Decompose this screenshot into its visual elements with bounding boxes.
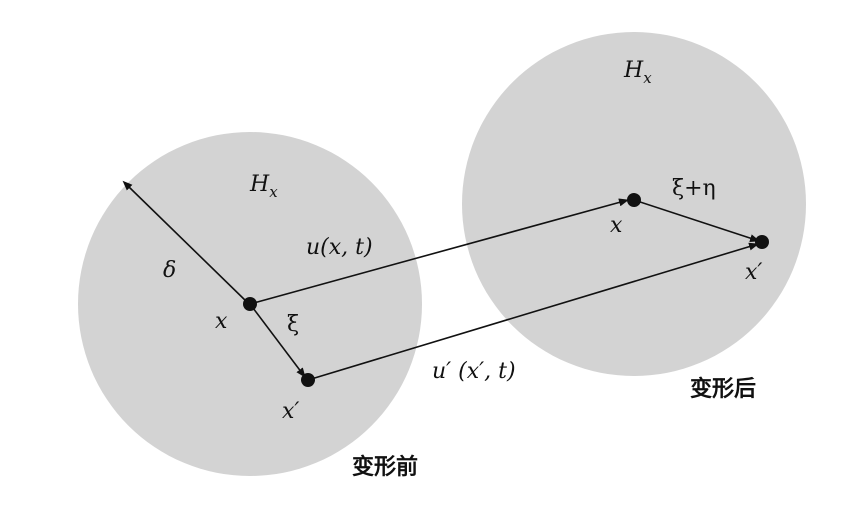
label-displacement-x: u(x, t) bbox=[306, 235, 373, 260]
label-deformed-bond: ξ+η bbox=[672, 176, 716, 201]
point-x-prime-before bbox=[301, 373, 315, 387]
point-x-prime-after bbox=[755, 235, 769, 249]
label-point-x-prime-before: x′ bbox=[282, 399, 299, 424]
label-neighborhood-before: Hx bbox=[249, 172, 278, 201]
point-x-after bbox=[627, 193, 641, 207]
label-point-x-prime-after: x′ bbox=[745, 260, 762, 285]
displacement-arrow-x-prime bbox=[307, 242, 759, 381]
caption-before-deformation: 变形前 bbox=[352, 454, 418, 480]
label-point-x-after: x bbox=[610, 213, 623, 238]
label-horizon-radius: δ bbox=[163, 258, 176, 283]
displacement-arrow-x bbox=[249, 198, 629, 305]
label-bond: ξ bbox=[287, 312, 299, 337]
label-displacement-x-prime: u′ (x′, t) bbox=[432, 359, 516, 384]
label-point-x-before: x bbox=[215, 309, 228, 334]
point-x-before bbox=[243, 297, 257, 311]
caption-after-deformation: 变形后 bbox=[690, 376, 756, 402]
bond-arrow bbox=[249, 303, 306, 378]
deformed-bond-arrow bbox=[633, 199, 760, 242]
horizon-radius-arrow bbox=[122, 180, 249, 304]
label-neighborhood-after: Hx bbox=[623, 58, 652, 87]
